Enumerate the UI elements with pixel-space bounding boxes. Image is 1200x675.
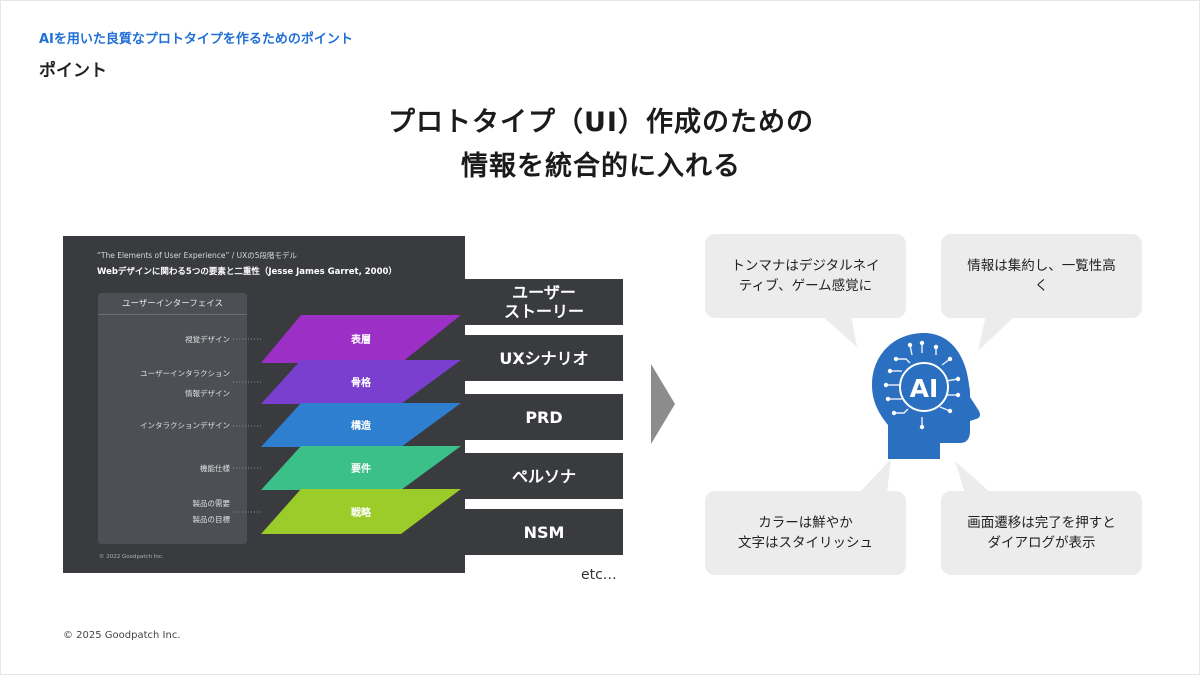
ui-panel xyxy=(98,293,247,544)
bubble-text: カラーは鮮やか 文字はスタイリッシュ xyxy=(738,515,873,551)
figure-copyright: © 2022 Goodpatch Inc. xyxy=(99,554,164,560)
ux-five-planes-figure: “The Elements of User Experience” / UXの5… xyxy=(63,236,465,573)
section-title: ポイント xyxy=(39,61,107,81)
deliverable-label: ユーザー ストーリー xyxy=(503,283,584,321)
layer-label-skeleton: 骨格 xyxy=(351,376,372,389)
layer-skeleton xyxy=(261,360,461,404)
deliverable-persona: ペルソナ xyxy=(465,453,623,499)
label-line: 製品の目標 xyxy=(192,515,231,524)
bubble-text: 情報は集約し、一覧性高 く xyxy=(967,258,1116,294)
right-arrow-icon xyxy=(651,364,675,444)
label-line: 機能仕様 xyxy=(200,464,230,473)
layer-surface xyxy=(261,315,461,363)
layer-scope xyxy=(261,446,461,490)
breadcrumb: AIを用いた良質なプロトタイプを作るためのポイント xyxy=(39,32,353,47)
bubble-tail-bottom-left xyxy=(859,459,891,493)
ai-icon-text: AI xyxy=(910,374,939,403)
etc-label: etc… xyxy=(581,567,617,583)
label-interaction-info-design: ユーザーインタラクション 情報デザイン xyxy=(140,367,230,400)
layers-diagram: 表層 骨格 構造 要件 戦略 xyxy=(233,315,461,534)
deliverable-label: NSM xyxy=(523,522,565,542)
label-functional-spec: 機能仕様 xyxy=(200,462,230,475)
label-line: ユーザーインタラクション xyxy=(140,369,230,378)
deliverable-label: ペルソナ xyxy=(511,466,576,486)
figure-title-line-2: Webデザインに関わる5つの要素と二重性（Jesse James Garret,… xyxy=(97,267,397,277)
layer-label-scope: 要件 xyxy=(351,462,371,475)
bubble-text: 画面遷移は完了を押すと ダイアログが表示 xyxy=(967,515,1116,551)
layer-strategy xyxy=(261,489,461,534)
label-line: 視覚デザイン xyxy=(185,335,230,344)
bubble-tail-bottom-right xyxy=(955,461,991,493)
deliverable-label: UXシナリオ xyxy=(499,348,589,368)
bubble-text: トンマナはデジタルネイ ティブ、ゲーム感覚に xyxy=(731,258,880,294)
layer-label-surface: 表層 xyxy=(350,333,371,346)
ui-panel-title: ユーザーインターフェイス xyxy=(98,293,247,315)
label-line: 製品の需要 xyxy=(192,499,231,508)
label-visual-design: 視覚デザイン xyxy=(185,333,230,346)
layer-structure xyxy=(261,403,461,447)
label-interaction-design: インタラクションデザイン xyxy=(140,419,230,432)
bubble-bottom-right: 画面遷移は完了を押すと ダイアログが表示 xyxy=(941,491,1142,575)
deliverable-prd: PRD xyxy=(465,394,623,440)
page-title-line-2: 情報を統合的に入れる xyxy=(461,151,741,182)
deliverable-nsm: NSM xyxy=(465,509,623,555)
deliverable-user-story: ユーザー ストーリー xyxy=(465,279,623,325)
page-title-line-1: プロトタイプ（UI）作成のための xyxy=(388,107,814,138)
bubble-tail-top-right xyxy=(978,315,1016,351)
layer-label-structure: 構造 xyxy=(351,419,372,432)
label-line: インタラクションデザイン xyxy=(140,421,230,430)
label-line: 情報デザイン xyxy=(185,389,230,398)
bubble-bottom-left: カラーは鮮やか 文字はスタイリッシュ xyxy=(705,491,906,575)
bubble-top-left: トンマナはデジタルネイ ティブ、ゲーム感覚に xyxy=(705,234,906,318)
label-product-needs: 製品の需要 製品の目標 xyxy=(193,497,231,526)
layer-label-strategy: 戦略 xyxy=(351,506,372,519)
bubble-tail-top-left xyxy=(821,315,857,347)
deliverable-label: PRD xyxy=(525,407,563,427)
bubble-top-right: 情報は集約し、一覧性高 く xyxy=(941,234,1142,318)
ai-head-circuit-icon: AI xyxy=(872,333,980,459)
figure-title-line-1: “The Elements of User Experience” / UXの5… xyxy=(97,251,298,260)
deliverable-ux-scenario: UXシナリオ xyxy=(465,335,623,381)
footer-copyright: © 2025 Goodpatch Inc. xyxy=(63,630,181,641)
